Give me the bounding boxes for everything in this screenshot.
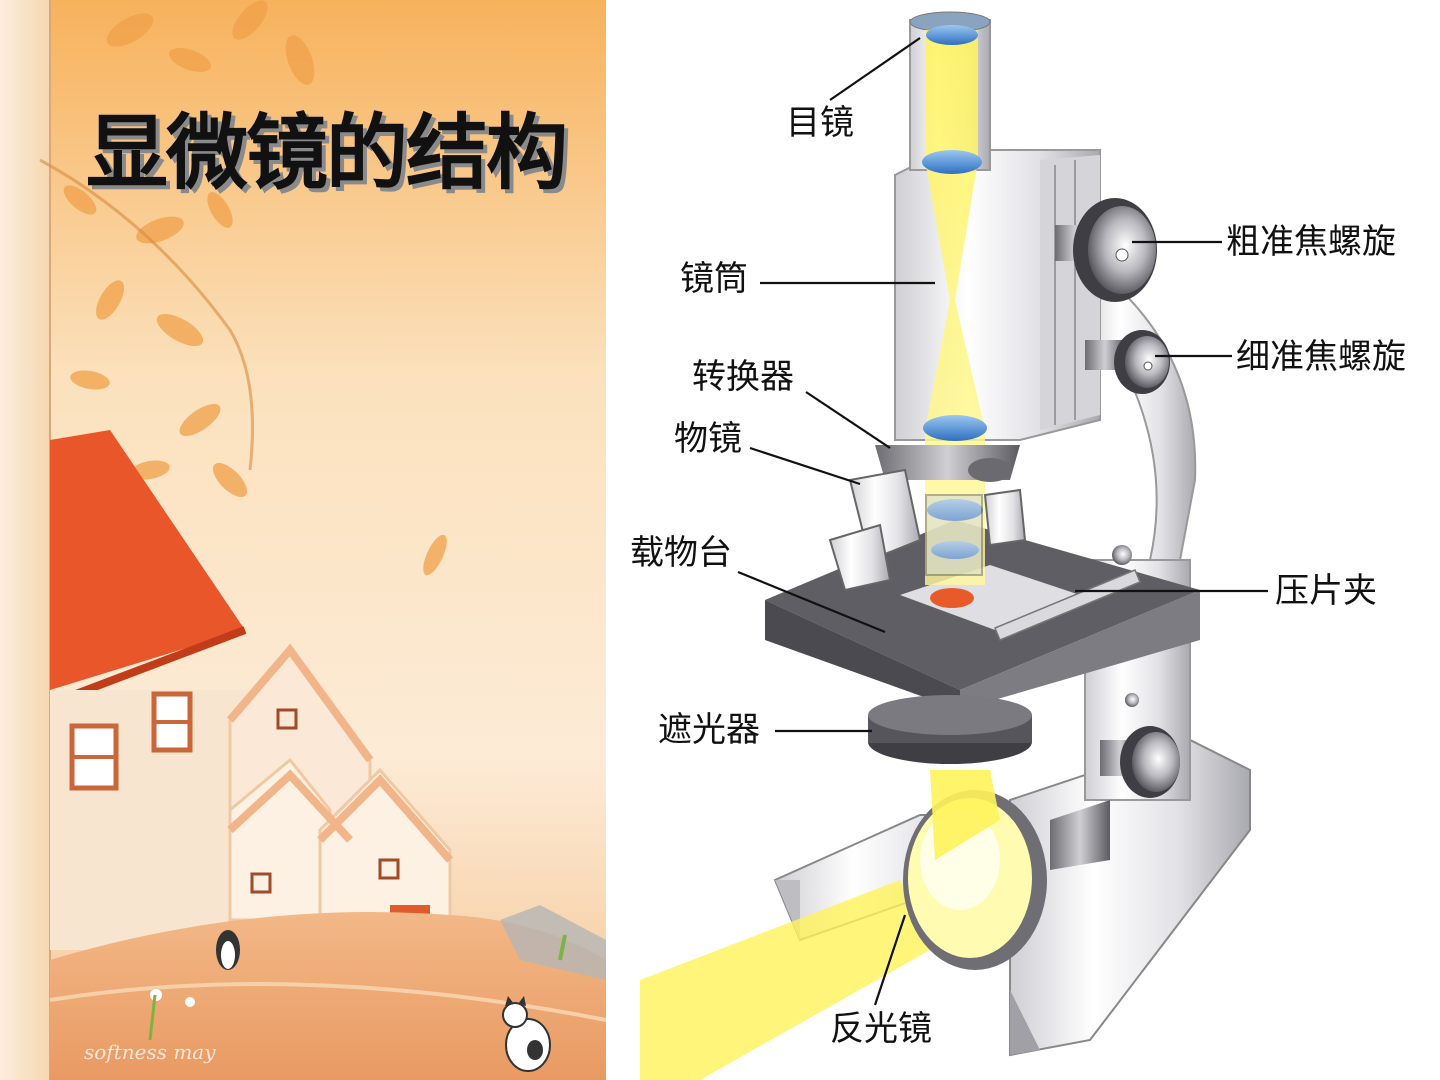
diaphragm <box>868 695 1032 764</box>
incoming-light-beam <box>640 880 930 1080</box>
label-body-tube: 镜筒 <box>680 259 748 299</box>
coarse-focus-knob <box>1055 198 1157 302</box>
watermark-text: softness may <box>84 1040 216 1064</box>
label-leader-lines <box>737 37 1268 1006</box>
label-mirror: 反光镜 <box>830 1009 932 1049</box>
decorative-background-panel: softness may <box>0 0 606 1080</box>
fine-focus-knob <box>1085 330 1170 394</box>
stage-clip <box>994 569 1141 641</box>
label-nosepiece: 转换器 <box>692 357 794 397</box>
bird-icon <box>216 930 240 970</box>
label-fine-focus: 细准焦螺旋 <box>1236 337 1406 377</box>
autumn-house-illustration <box>0 0 606 1080</box>
nosepiece <box>875 445 1020 482</box>
label-stage: 载物台 <box>630 533 732 573</box>
objective-lens <box>828 468 1027 592</box>
microscope-diagram <box>640 11 1268 1080</box>
label-eyepiece: 目镜 <box>786 103 854 143</box>
label-coarse-focus: 粗准焦螺旋 <box>1226 222 1396 262</box>
window-icon <box>69 691 193 791</box>
red-roof <box>50 430 245 690</box>
label-diaphragm: 遮光器 <box>658 710 760 750</box>
cat-icon <box>502 996 551 1072</box>
lower-knob <box>1100 693 1180 798</box>
label-objective: 物镜 <box>674 419 742 459</box>
slide-title: 显微镜的结构 <box>86 106 568 201</box>
label-stage-clip: 压片夹 <box>1275 571 1377 611</box>
